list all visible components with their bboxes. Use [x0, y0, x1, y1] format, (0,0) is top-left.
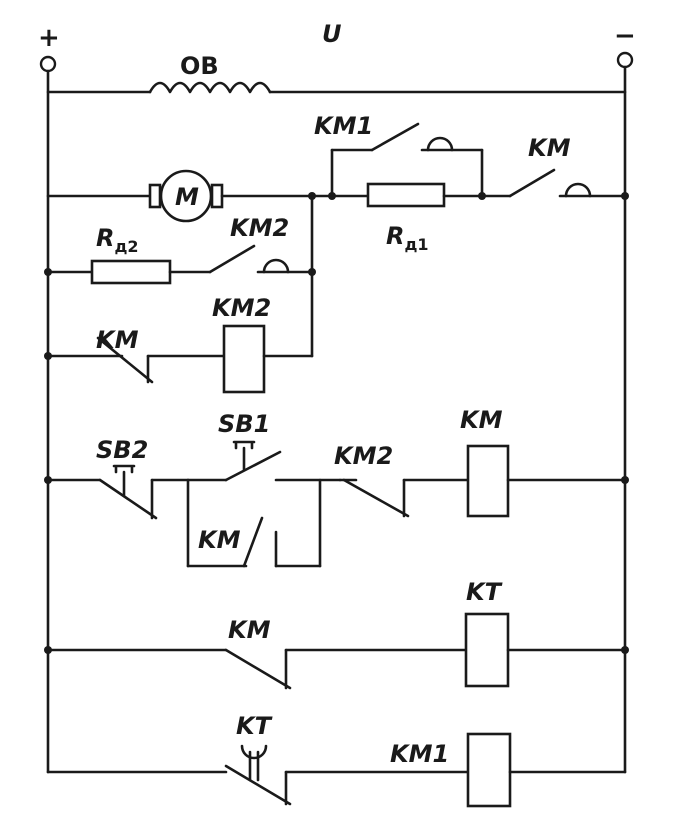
excitation-winding-coil — [148, 81, 272, 94]
rd1-label: Rд1 — [386, 222, 429, 254]
km-main-contact-label: KM — [528, 134, 571, 162]
coil-km2 — [222, 324, 266, 394]
km2-contact — [208, 244, 256, 274]
km2-contact-label: KM2 — [230, 214, 289, 242]
motor-brush-right — [210, 183, 224, 209]
coil-km1 — [466, 732, 512, 808]
km-main-arc-chute — [564, 182, 592, 198]
plus-sign: + — [38, 23, 60, 53]
km1-bypass-contact — [370, 122, 420, 152]
km1-coil-row: KT KM1 — [46, 712, 627, 808]
excitation-winding-row: ОВ — [46, 52, 627, 94]
km2-arc-chute — [262, 258, 290, 274]
km2-coil-label: KM2 — [212, 294, 271, 322]
kt-coil-row: KM KT — [44, 578, 629, 690]
minus-terminal — [616, 51, 634, 69]
sb1-pushbutton-head — [232, 440, 256, 450]
resistor-rd1 — [366, 182, 446, 208]
km-nc-contact-label: KM — [96, 326, 139, 354]
km2-nc-label: KM2 — [334, 442, 393, 470]
excitation-winding-label: ОВ — [180, 52, 219, 80]
motor-brush-left — [148, 183, 162, 209]
km-coil-row: SB2 SB1 KM KM2 KM — [44, 406, 629, 568]
km-nc-contact-kt — [224, 648, 292, 690]
km-nc-contact-km2 — [96, 336, 154, 384]
km1-contact-label: KM1 — [314, 112, 373, 140]
rd2-label: Rд2 — [96, 224, 139, 256]
kt-time-contact — [224, 764, 292, 806]
km1-coil-label: KM1 — [390, 740, 449, 768]
coil-km — [466, 444, 510, 518]
sb1-button-contact — [224, 450, 282, 482]
sb2-pushbutton-head — [112, 464, 136, 474]
sb2-label: SB2 — [96, 436, 148, 464]
km2-coil-row: KM KM2 — [44, 294, 314, 394]
km-kt-contact-label: KM — [228, 616, 271, 644]
km2-nc-contact — [342, 478, 410, 518]
kt-coil-label: KT — [466, 578, 503, 606]
rd2-row: Rд2 KM2 — [44, 194, 316, 358]
kt-contact-label: KT — [236, 712, 273, 740]
resistor-rd2 — [90, 259, 172, 285]
kt-time-delay-arc — [240, 744, 268, 760]
km-hold-label: KM — [198, 526, 241, 554]
coil-kt — [464, 612, 510, 688]
sb2-button-contact — [98, 478, 158, 520]
km-hold-contact — [242, 516, 264, 568]
km-coil-label: KM — [460, 406, 503, 434]
plus-terminal — [39, 55, 57, 73]
motor-row: M KM1 KM Rд1 — [46, 112, 629, 254]
km1-arc-chute — [426, 136, 454, 152]
km-main-contact — [508, 168, 556, 198]
motor-label: M — [175, 183, 199, 211]
minus-sign: − — [614, 21, 636, 51]
voltage-label: U — [322, 20, 342, 48]
sb1-label: SB1 — [218, 410, 270, 438]
